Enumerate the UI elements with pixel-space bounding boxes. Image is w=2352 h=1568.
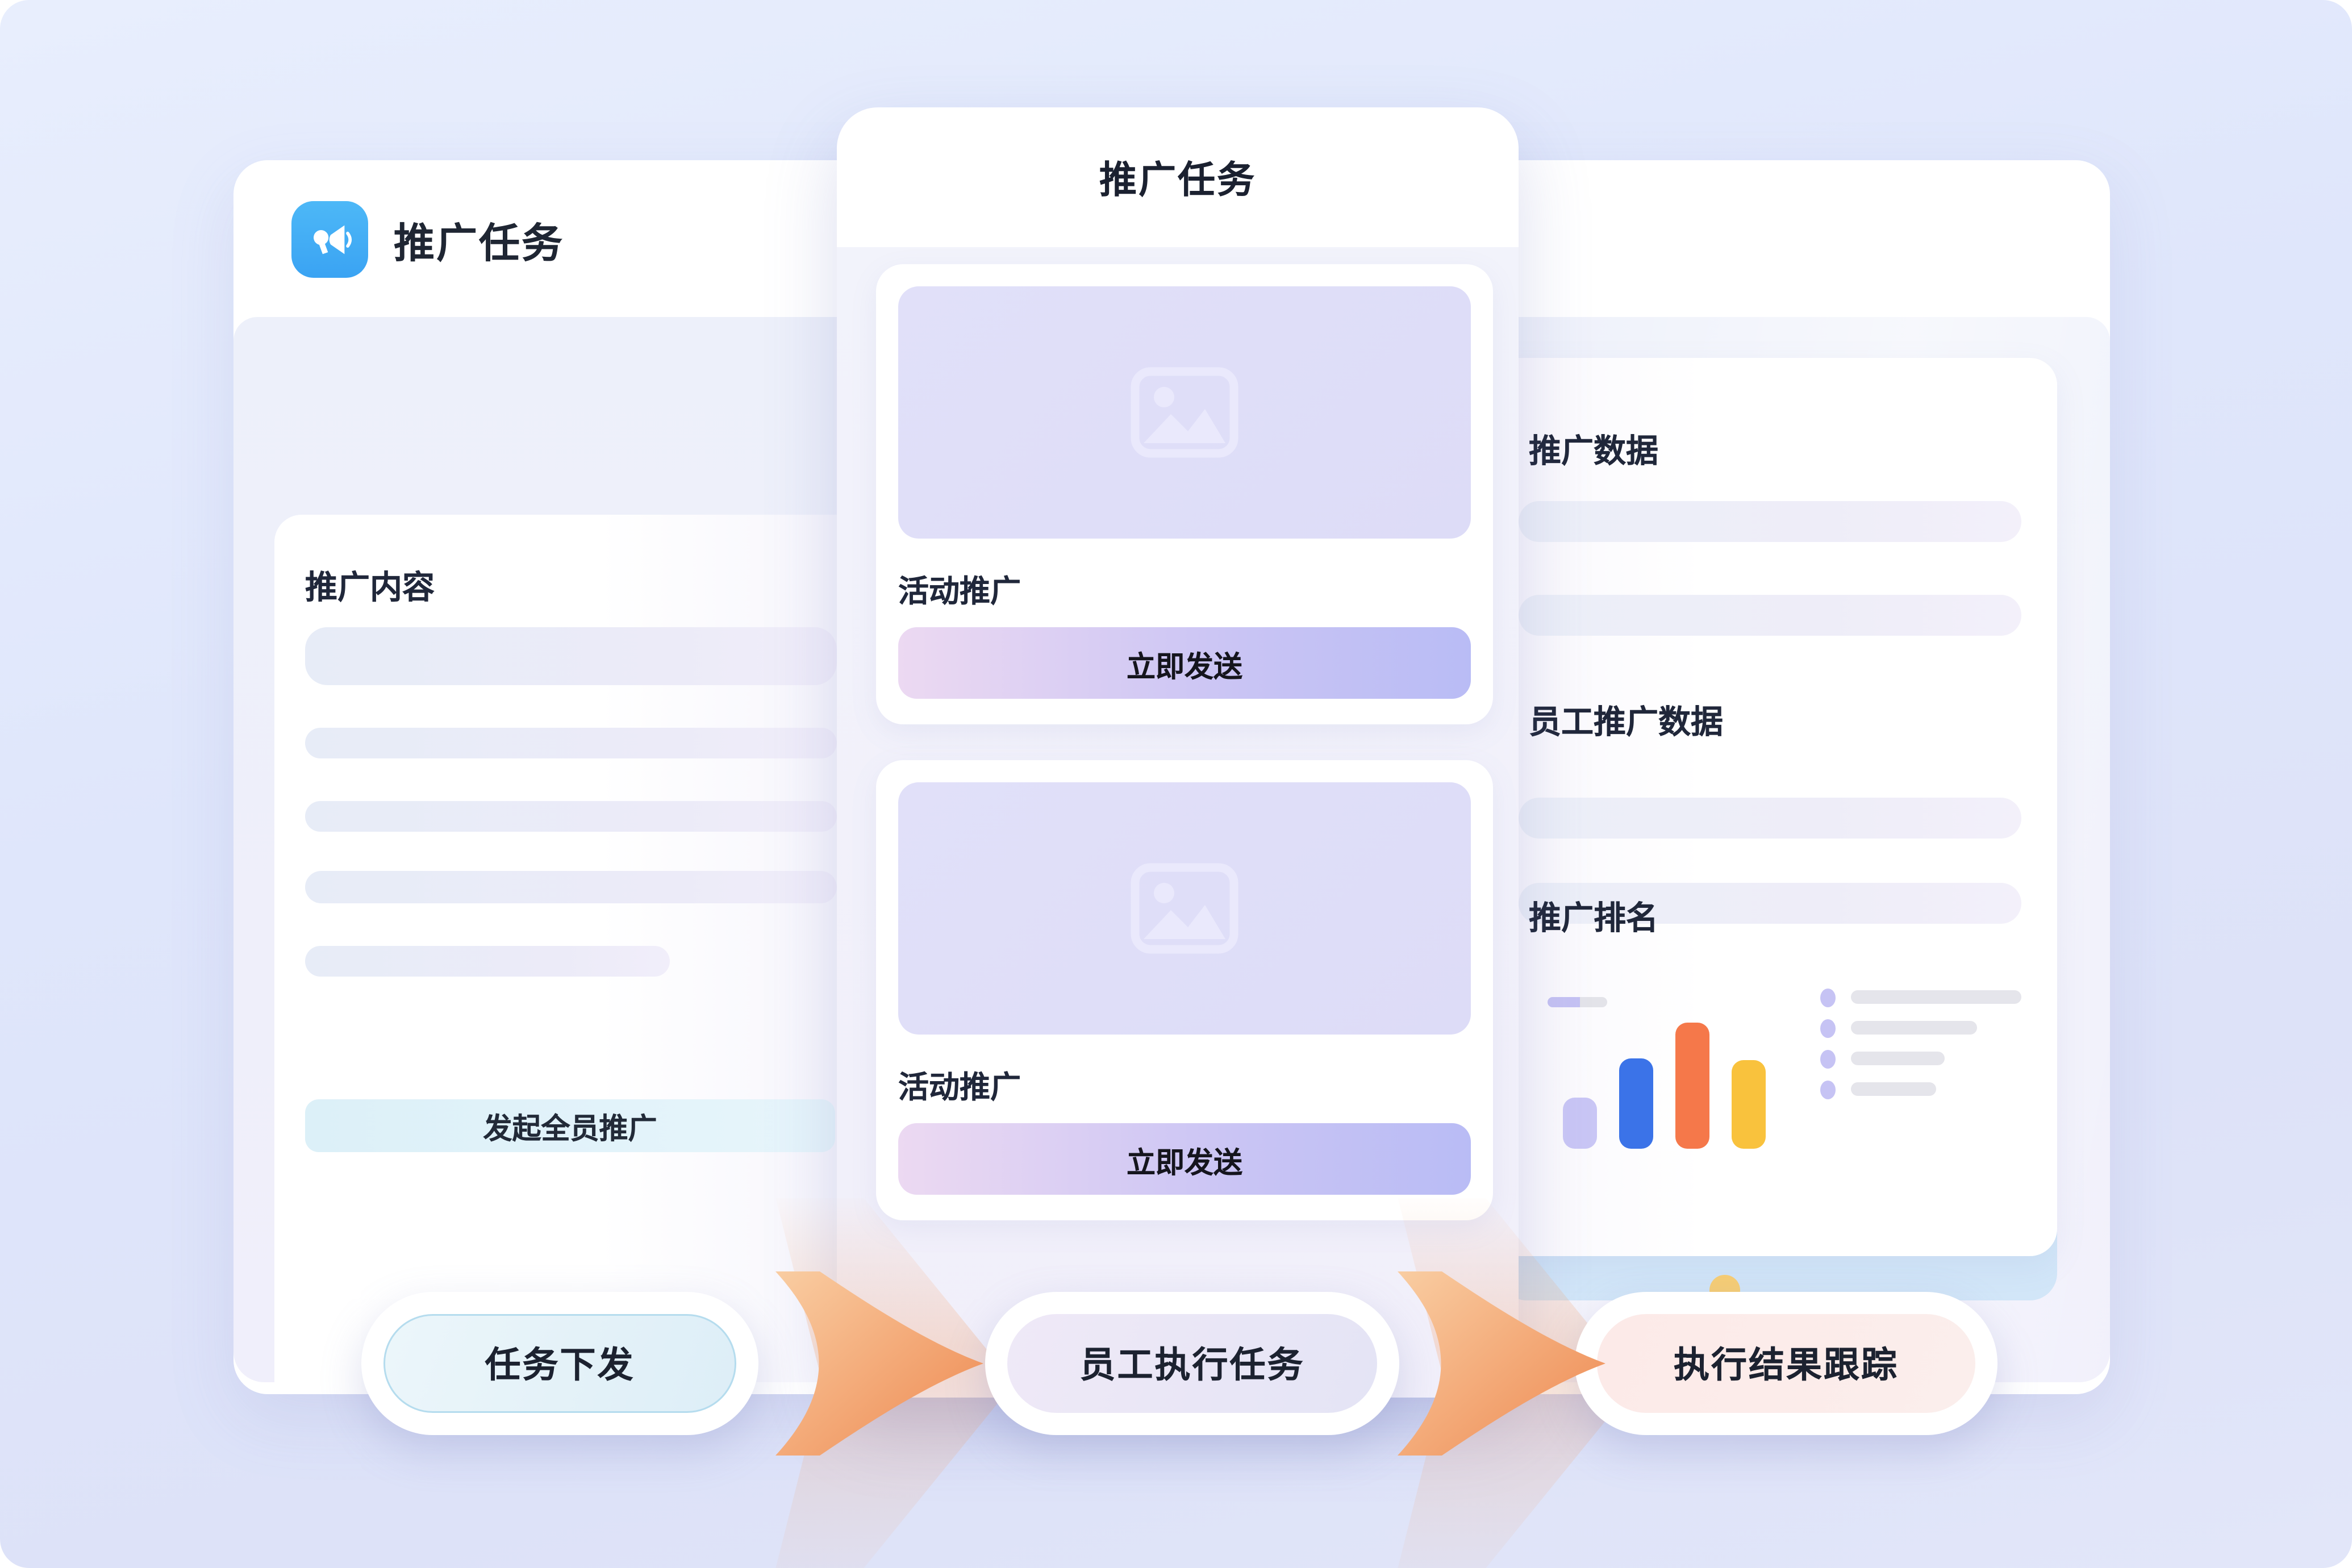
- image-placeholder: [898, 286, 1471, 539]
- legend-bullet-icon: [1820, 1018, 1836, 1037]
- flow-step-staff-execute: 员工执行任务: [985, 1292, 1399, 1435]
- promo-content-heading: 推广内容: [305, 571, 435, 607]
- legend-skeleton-bar: [1851, 990, 2021, 1004]
- rank-chart-bar: [1563, 1098, 1597, 1149]
- flow-step-result-tracking: 执行结果跟踪: [1575, 1292, 1997, 1435]
- legend-skeleton-bar: [1851, 1052, 1945, 1065]
- app-window-header: 推广任务: [233, 160, 2110, 317]
- task-card: 活动推广 立即发送: [876, 264, 1493, 724]
- skeleton-line: [1519, 501, 2021, 542]
- skeleton-line: [1519, 798, 2021, 839]
- rank-chart-bar: [1619, 1058, 1653, 1149]
- legend-row: [1820, 987, 2021, 1007]
- task-card: 活动推广 立即发送: [876, 760, 1493, 1220]
- mini-progress-fill: [1548, 997, 1580, 1007]
- skeleton-line: [1519, 595, 2021, 636]
- task-label: 活动推广: [898, 574, 1021, 608]
- launch-promotion-button[interactable]: 发起全员推广: [305, 1099, 835, 1152]
- send-now-button[interactable]: 立即发送: [898, 627, 1471, 699]
- legend-bullet-icon: [1820, 1049, 1836, 1068]
- phone-title: 推广任务: [1099, 159, 1256, 201]
- rank-chart: [1466, 971, 2057, 1176]
- skeleton-line: [305, 871, 837, 903]
- promo-content-card: 推广内容 发起全员推广: [274, 515, 864, 1382]
- legend-skeleton-bar: [1851, 1082, 1936, 1096]
- image-placeholder-icon: [1131, 863, 1238, 954]
- legend-row: [1820, 1049, 2021, 1068]
- rank-chart-legend: [1820, 987, 2021, 1099]
- flow-step-label: 执行结果跟踪: [1597, 1314, 1975, 1413]
- promo-data-card: 推广数据 员工推广数据 推广排名: [1466, 358, 2057, 1256]
- legend-skeleton-bar: [1851, 1021, 1977, 1035]
- legend-bullet-icon: [1820, 1079, 1836, 1099]
- skeleton-line: [305, 627, 837, 685]
- image-placeholder: [898, 782, 1471, 1035]
- mini-progress-track: [1580, 997, 1607, 1007]
- legend-row: [1820, 1018, 2021, 1037]
- rank-chart-bar: [1732, 1060, 1766, 1149]
- task-label: 活动推广: [898, 1070, 1021, 1104]
- phone-panel: 推广任务 活动推广 立即发送 活动推广: [837, 107, 1519, 1398]
- megaphone-icon: [291, 200, 368, 277]
- send-now-button[interactable]: 立即发送: [898, 1123, 1471, 1195]
- legend-row: [1820, 1079, 2021, 1099]
- app-window-title: 推广任务: [394, 220, 564, 267]
- arrow-right-icon: [775, 1271, 983, 1456]
- skeleton-line: [305, 801, 837, 832]
- flow-step-task-dispatch: 任务下发: [361, 1292, 758, 1435]
- staff-promo-data-heading: 员工推广数据: [1529, 706, 1724, 741]
- flow-step-label: 任务下发: [383, 1314, 736, 1413]
- promo-data-heading: 推广数据: [1529, 435, 1659, 470]
- rank-chart-bar: [1675, 1023, 1709, 1149]
- rank-chart-bars: [1563, 1023, 1801, 1149]
- skeleton-line: [305, 946, 670, 977]
- skeleton-line: [305, 728, 837, 758]
- promo-rank-heading: 推广排名: [1529, 902, 1659, 937]
- flow-step-label: 员工执行任务: [1007, 1314, 1377, 1413]
- legend-bullet-icon: [1820, 987, 1836, 1007]
- image-placeholder-icon: [1131, 367, 1238, 458]
- mini-progress-bar: [1548, 997, 1607, 1007]
- phone-header: 推广任务: [837, 107, 1519, 247]
- arrow-right-icon: [1398, 1271, 1605, 1456]
